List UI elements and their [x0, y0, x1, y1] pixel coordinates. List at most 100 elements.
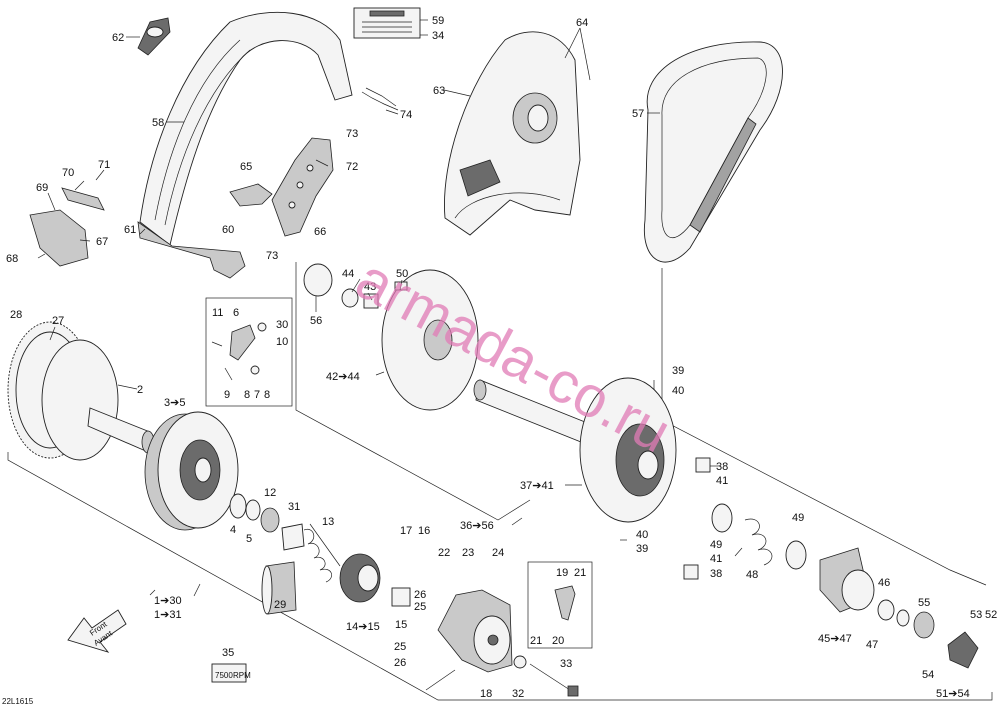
rpm-decal: 7500 RPM [211, 663, 251, 683]
drive-pulley-movable [144, 411, 239, 531]
callout-74: 74 [400, 109, 412, 121]
callout-27: 27 [52, 315, 64, 327]
callout-4: 4 [230, 524, 236, 536]
callout-39b: 39 [636, 543, 648, 555]
callout-15: 15 [395, 619, 407, 631]
callout-14-15: 14➔15 [346, 621, 380, 633]
bolt-33 [513, 655, 579, 697]
callout-20: 20 [552, 635, 564, 647]
driven-pulley-shaft [473, 377, 677, 523]
callout-69: 69 [36, 182, 48, 194]
callout-25a: 25 [414, 601, 426, 613]
drive-cover-18 [437, 589, 513, 673]
callout-35: 35 [222, 647, 234, 659]
driven-small-parts [683, 457, 807, 580]
callout-37-41: 37➔41 [520, 480, 554, 492]
callout-47: 47 [866, 639, 878, 651]
callout-64: 64 [576, 17, 588, 29]
callout-21a: 21 [574, 567, 586, 579]
callout-1-30: 1➔30 [154, 595, 182, 607]
callout-22: 22 [438, 547, 450, 559]
lever-20 [554, 585, 576, 621]
spider-assembly [339, 553, 411, 607]
callout-41b: 41 [710, 553, 722, 565]
callout-12: 12 [264, 487, 276, 499]
callout-55: 55 [918, 597, 930, 609]
callout-29: 29 [274, 599, 286, 611]
callout-54: 54 [922, 669, 934, 681]
callout-50: 50 [396, 268, 408, 280]
callout-49b: 49 [792, 512, 804, 524]
callout-53: 53 [970, 609, 982, 621]
callout-45-47: 45➔47 [818, 633, 852, 645]
callout-9: 9 [224, 389, 230, 401]
driven-pulley-sheave [303, 263, 479, 411]
callout-31: 31 [288, 501, 300, 513]
callout-28: 28 [10, 309, 22, 321]
drive-guard [137, 11, 353, 279]
pulley-small-parts [229, 493, 341, 615]
callout-68: 68 [6, 253, 18, 265]
callout-21b: 21 [530, 635, 542, 647]
callout-30a: 30 [276, 319, 288, 331]
callout-17: 17 [400, 525, 412, 537]
callout-49a: 49 [710, 539, 722, 551]
warning-decal [353, 7, 421, 39]
callout-8b: 8 [264, 389, 270, 401]
callout-labels: 62 59 34 64 63 57 58 73 74 72 65 71 70 6… [6, 15, 997, 700]
callout-58: 58 [152, 117, 164, 129]
callout-32: 32 [512, 688, 524, 700]
bracket-65 [229, 183, 273, 207]
callout-36-56: 36➔56 [460, 520, 494, 532]
callout-63: 63 [433, 85, 445, 97]
callout-70: 70 [62, 167, 74, 179]
callout-43: 43 [364, 281, 376, 293]
callout-73a: 73 [346, 128, 358, 140]
guard-bracket-72 [271, 137, 334, 237]
callout-10: 10 [276, 336, 288, 348]
callout-41a: 41 [716, 475, 728, 487]
callout-5: 5 [246, 533, 252, 545]
driven-cam [819, 547, 979, 669]
callout-40b: 40 [636, 529, 648, 541]
callout-8a: 8 [244, 389, 250, 401]
callout-44: 44 [342, 268, 354, 280]
callout-51-54: 51➔54 [936, 688, 970, 700]
callout-25b: 25 [394, 641, 406, 653]
callout-72: 72 [346, 161, 358, 173]
callout-6: 6 [233, 307, 239, 319]
callout-34: 34 [432, 30, 444, 42]
bracket-70 [61, 187, 105, 211]
callout-65: 65 [240, 161, 252, 173]
callout-16: 16 [418, 525, 430, 537]
drive-pulley-fixed-2 [41, 339, 155, 461]
callout-19: 19 [556, 567, 568, 579]
decal-rpm: 7500 [215, 671, 233, 680]
callout-56: 56 [310, 315, 322, 327]
callout-52: 52 [985, 609, 997, 621]
decal-unit: RPM [233, 671, 251, 680]
callout-57: 57 [632, 108, 644, 120]
leader-lines [37, 19, 743, 691]
callout-39a: 39 [672, 365, 684, 377]
drive-belt-57 [643, 41, 783, 263]
callout-33: 33 [560, 658, 572, 670]
frame-lines [7, 262, 993, 701]
callout-59: 59 [432, 15, 444, 27]
front-arrow: Front Avant [67, 609, 127, 653]
clip-74 [361, 87, 399, 111]
cover-63 [444, 31, 581, 236]
callout-60: 60 [222, 224, 234, 236]
callout-26b: 26 [394, 657, 406, 669]
bracket-67 [29, 209, 89, 267]
callout-61: 61 [124, 224, 136, 236]
callout-2: 2 [137, 384, 143, 396]
callout-23: 23 [462, 547, 474, 559]
callout-67: 67 [96, 236, 108, 248]
lever-kit-box [205, 297, 293, 407]
callout-73b: 73 [266, 250, 278, 262]
diagram-code: 22L1615 [2, 697, 34, 706]
callout-48: 48 [746, 569, 758, 581]
callout-18: 18 [480, 688, 492, 700]
